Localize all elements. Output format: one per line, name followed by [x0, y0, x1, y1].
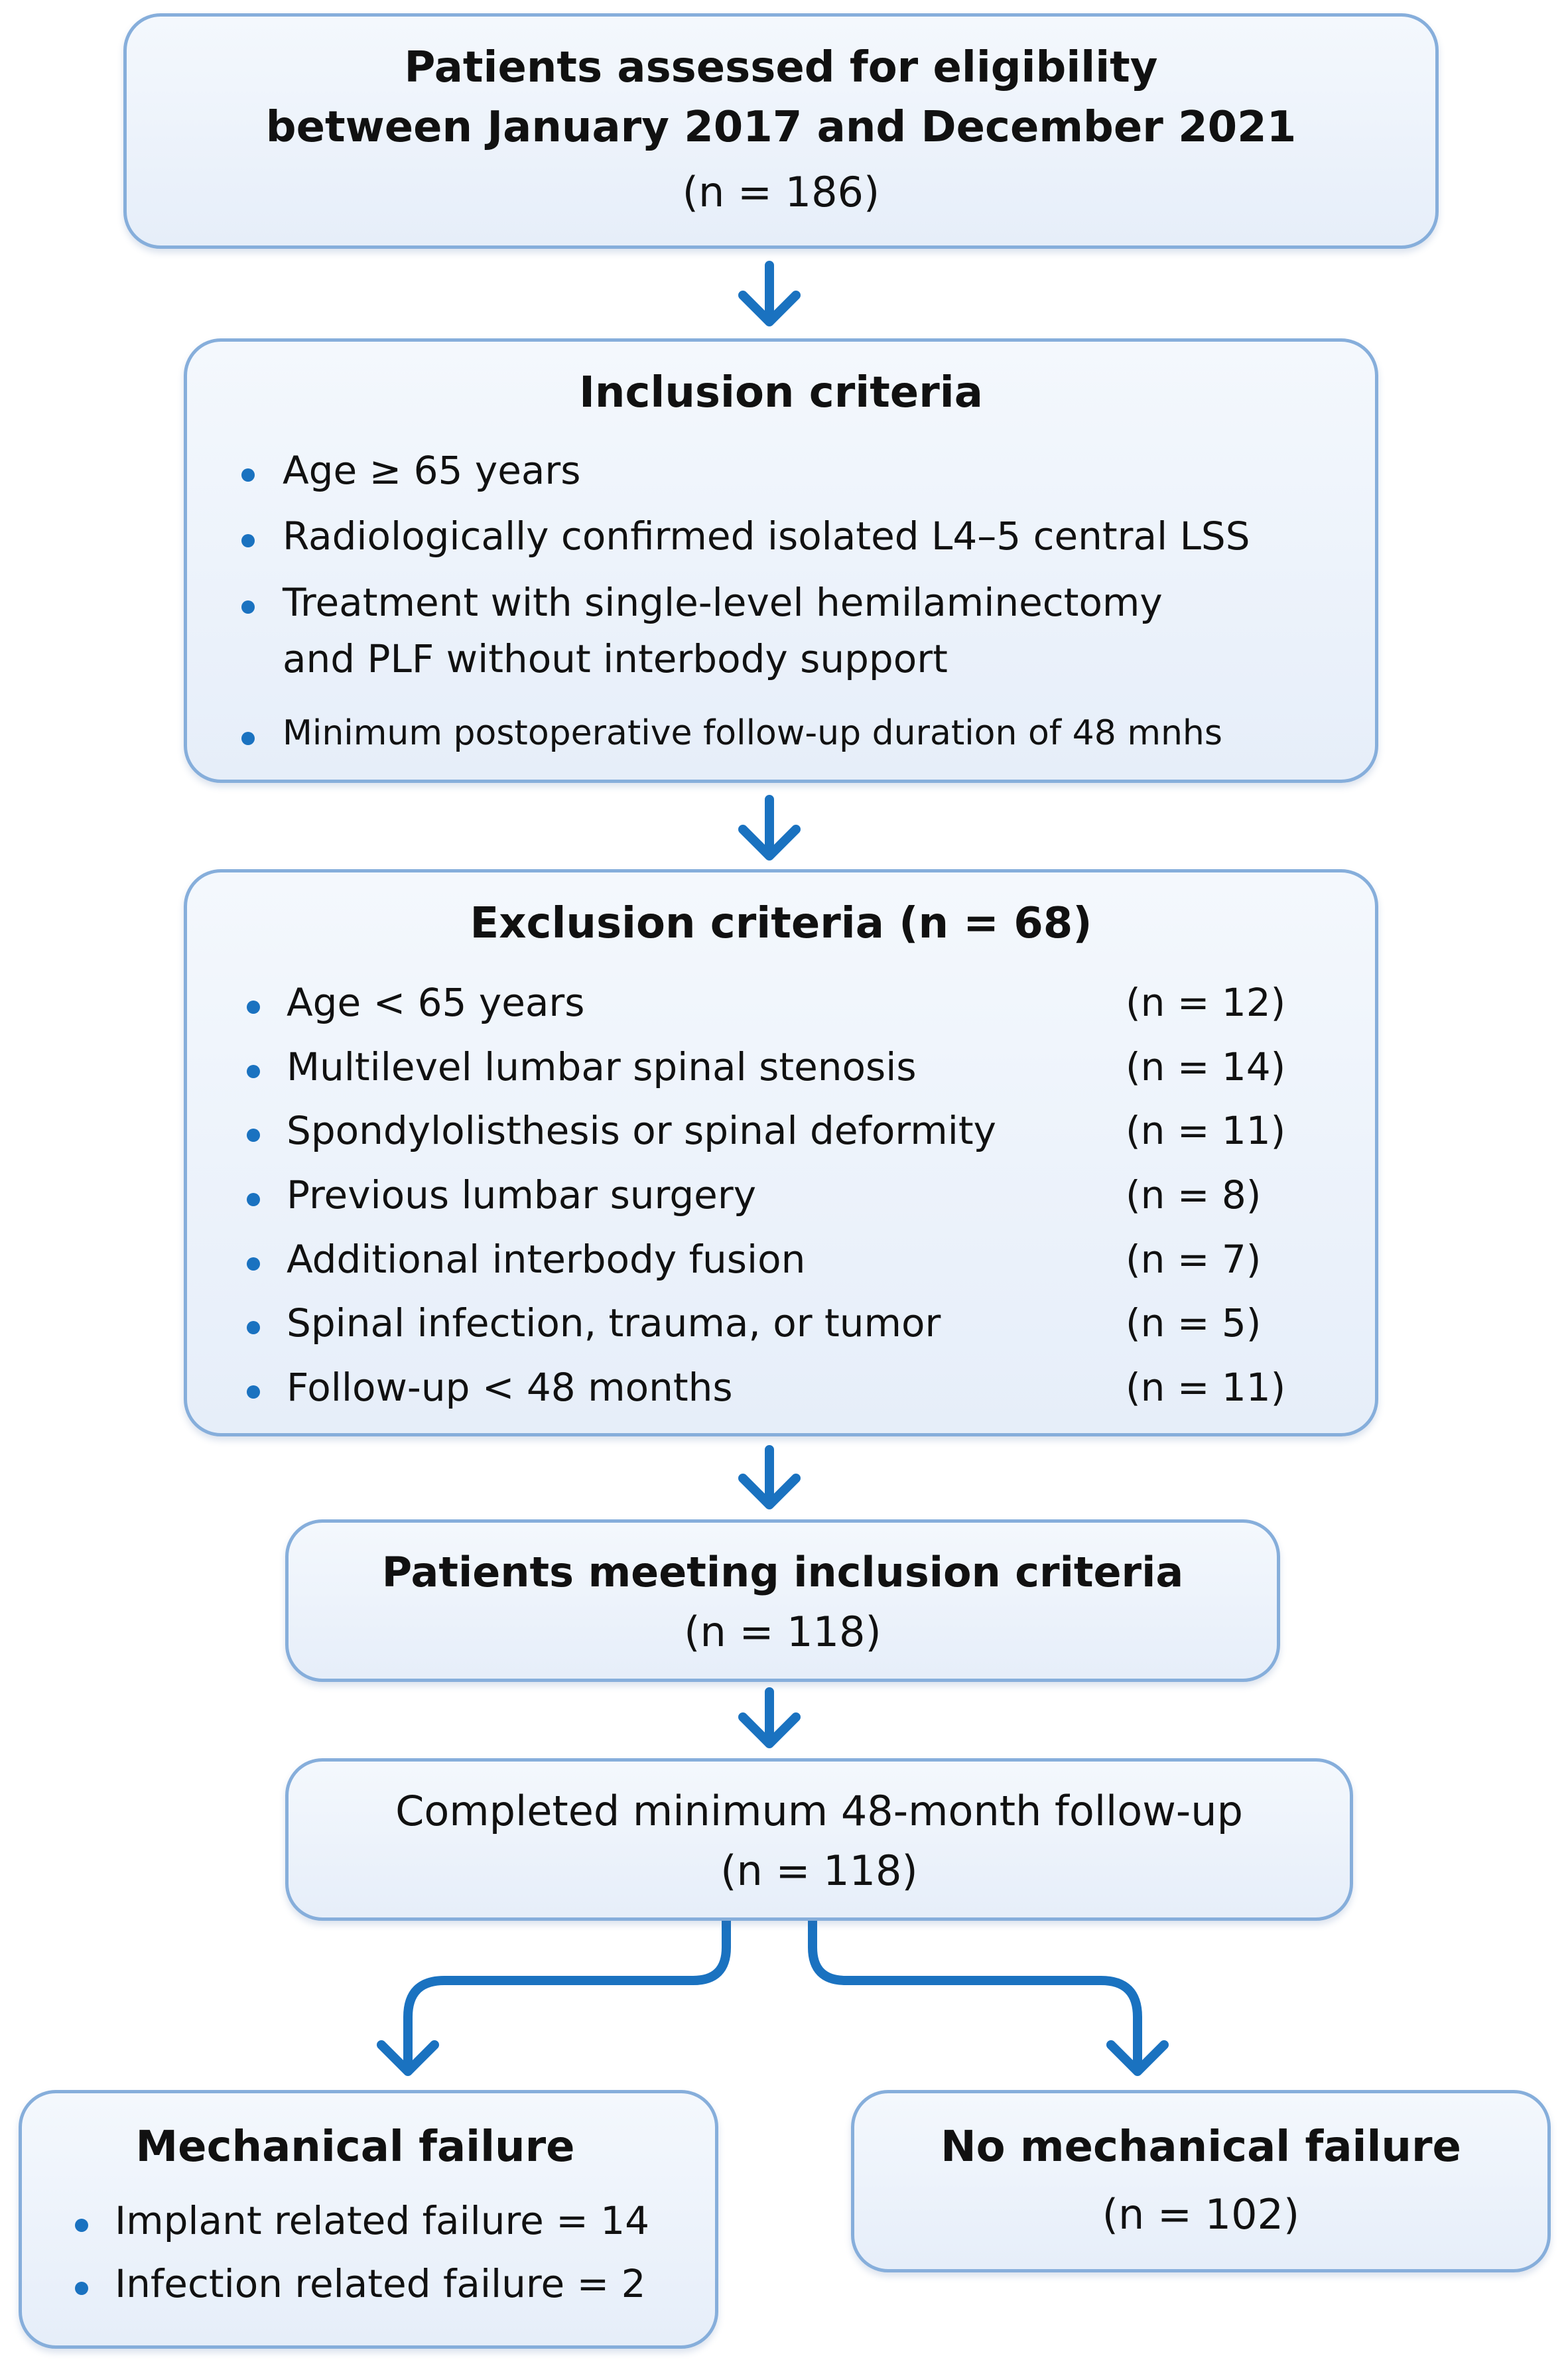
meeting-inclusion-box: Patients meeting inclusion criteria (n =… — [285, 1519, 1280, 1682]
inclusion-item: Treatment with single-level hemilaminect… — [283, 580, 1163, 625]
no-mechanical-failure-box: No mechanical failure (n = 102) — [851, 2090, 1551, 2272]
mechanical-failure-box: Mechanical failure Implant related failu… — [19, 2090, 718, 2349]
exclusion-item-count: (n = 11) — [1126, 1365, 1286, 1410]
inclusion-item: Minimum postoperative follow-up duration… — [283, 713, 1222, 753]
exclusion-item-label: Age < 65 years — [287, 980, 585, 1025]
exclusion-criteria-box: Exclusion criteria (n = 68) Age < 65 yea… — [184, 869, 1378, 1436]
no-mechanical-failure-title: No mechanical failure — [941, 2122, 1461, 2172]
meeting-inclusion-title: Patients meeting inclusion criteria — [381, 1548, 1184, 1596]
mechanical-failure-title: Mechanical failure — [135, 2122, 575, 2172]
bullet-icon — [247, 1193, 260, 1206]
bullet-icon — [247, 1257, 260, 1271]
bullet-icon — [247, 1129, 260, 1142]
bullet-icon — [247, 1001, 260, 1014]
bullet-icon — [247, 1321, 260, 1334]
exclusion-item-label: Additional interbody fusion — [287, 1237, 806, 1282]
exclusion-item-label: Spondylolisthesis or spinal deformity — [287, 1108, 996, 1153]
bullet-icon — [247, 1065, 260, 1078]
exclusion-item-label: Previous lumbar surgery — [287, 1172, 757, 1217]
exclusion-item-label: Spinal infection, trauma, or tumor — [287, 1300, 941, 1346]
bullet-icon — [241, 600, 255, 614]
eligibility-title-line1: Patients assessed for eligibility — [404, 43, 1158, 92]
bullet-icon — [75, 2282, 88, 2295]
mechanical-failure-item: Infection related failure = 2 — [115, 2261, 646, 2306]
inclusion-item: Age ≥ 65 years — [283, 448, 581, 493]
exclusion-title: Exclusion criteria (n = 68) — [470, 899, 1092, 948]
exclusion-item-count: (n = 12) — [1126, 980, 1286, 1025]
eligibility-count: (n = 186) — [682, 168, 880, 216]
exclusion-item-count: (n = 8) — [1126, 1172, 1262, 1217]
exclusion-item-count: (n = 5) — [1126, 1300, 1262, 1346]
completed-followup-count: (n = 118) — [720, 1846, 918, 1895]
inclusion-item: Radiologically confirmed isolated L4–5 c… — [283, 514, 1250, 559]
completed-followup-title: Completed minimum 48-month follow-up — [395, 1787, 1243, 1835]
exclusion-item-label: Follow-up < 48 months — [287, 1365, 733, 1410]
bullet-icon — [241, 732, 255, 745]
arrow-exclusion-to-meeting — [738, 1445, 801, 1509]
arrow-branch-left — [377, 1913, 731, 2076]
inclusion-criteria-box: Inclusion criteria Age ≥ 65 years Radiol… — [184, 338, 1378, 783]
arrow-meeting-to-completed — [738, 1687, 801, 1748]
bullet-icon — [247, 1385, 260, 1399]
exclusion-item-count: (n = 11) — [1126, 1108, 1286, 1153]
arrow-inclusion-to-exclusion — [738, 795, 801, 861]
bullet-icon — [241, 468, 255, 482]
arrow-branch-right — [808, 1913, 1169, 2076]
eligibility-title-line2: between January 2017 and December 2021 — [265, 103, 1297, 152]
inclusion-item-continuation: and PLF without interbody support — [283, 636, 948, 681]
exclusion-item-label: Multilevel lumbar spinal stenosis — [287, 1044, 917, 1089]
no-mechanical-failure-count: (n = 102) — [1102, 2190, 1300, 2239]
inclusion-title: Inclusion criteria — [579, 368, 983, 417]
bullet-icon — [75, 2219, 88, 2232]
meeting-inclusion-count: (n = 118) — [684, 1608, 882, 1656]
mechanical-failure-item: Implant related failure = 14 — [115, 2198, 650, 2243]
exclusion-item-count: (n = 7) — [1126, 1237, 1262, 1282]
exclusion-item-count: (n = 14) — [1126, 1044, 1286, 1089]
arrow-eligibility-to-inclusion — [738, 261, 801, 326]
completed-followup-box: Completed minimum 48-month follow-up (n … — [285, 1758, 1353, 1921]
eligibility-box: Patients assessed for eligibility betwee… — [123, 13, 1439, 249]
bullet-icon — [241, 534, 255, 547]
